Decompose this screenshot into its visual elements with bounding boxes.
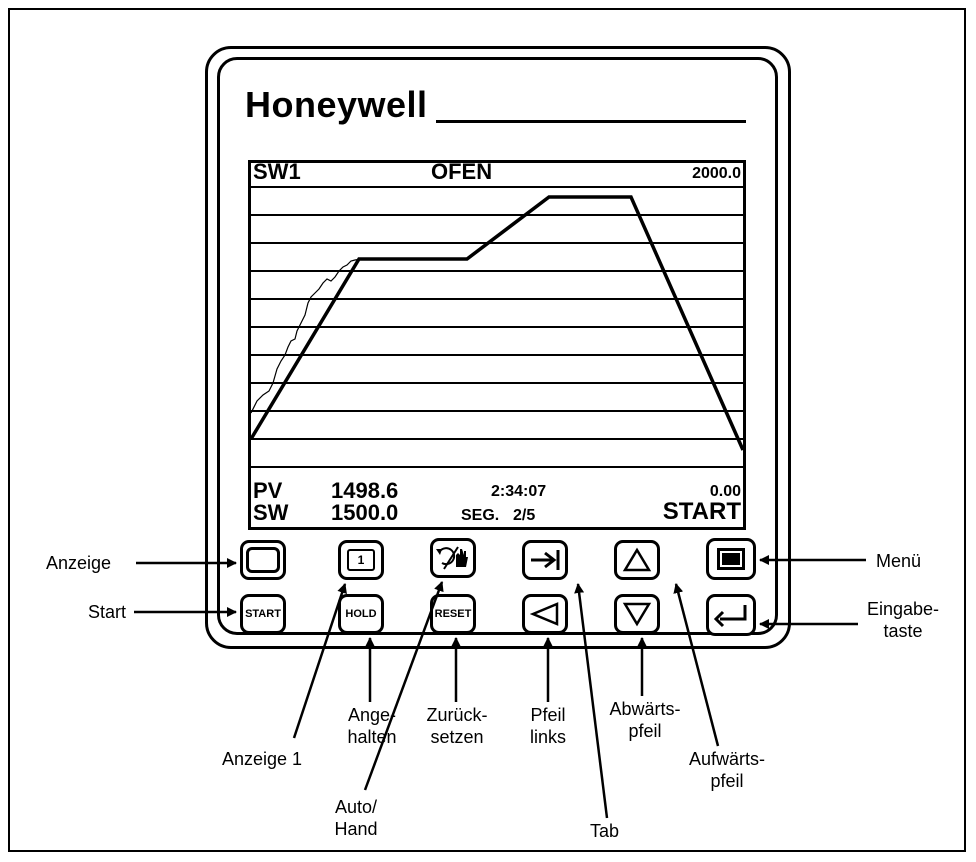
time-value: 2:34:07 [491,483,547,500]
up-triangle-icon [622,547,652,572]
setpoint-profile-line [251,195,743,451]
display-key-icon [246,547,280,573]
display-1-key-icon: 1 [347,549,375,571]
start-key[interactable]: START [240,594,286,634]
controller-bezel [205,46,791,649]
label-anzeige: Anzeige [46,553,112,573]
label-zuruecksetzen: Zurück-setzen [426,705,488,747]
reset-key[interactable]: RESET [430,594,476,634]
pv-label: PV [253,478,283,503]
rate-value: 0.00 [709,483,741,500]
auto-manual-icon [436,546,468,570]
pv-value: 1498.6 [331,478,399,503]
auto-manual-key[interactable] [430,538,476,578]
label-menu: Menü [876,551,922,571]
label-start: Start [88,602,127,622]
screen-title-center: OFEN [431,159,493,184]
label-abwaertspfeil: Abwärts-pfeil [609,699,681,741]
hold-key[interactable]: HOLD [338,594,384,634]
left-triangle-icon [530,602,559,626]
segment-label: SEG. [461,507,500,524]
display-screen: SW1 OFEN 2000.0 PV 1498.6 2:34:07 0.00 S… [248,159,746,530]
down-triangle-icon [622,602,652,627]
label-auto-hand: Auto/Hand [334,797,378,839]
segment-value: 2/5 [513,507,536,524]
tab-arrow-icon [531,550,560,570]
controller-face [217,57,778,635]
sw-label: SW [253,500,289,525]
display-1-key[interactable]: 1 [338,540,384,580]
enter-icon [713,605,747,628]
brand-logo: Honeywell [245,84,428,125]
label-aufwaertspfeil: Aufwärts-pfeil [688,749,766,791]
process-value-line [251,258,362,414]
hold-key-label: HOLD [345,608,377,620]
start-key-label: START [245,608,281,620]
down-key[interactable] [614,594,660,634]
label-eingabetaste: Eingabe-taste [866,599,940,641]
label-angehalten: Ange-halten [347,705,397,747]
program-state: START [662,498,741,525]
reset-key-label: RESET [434,608,472,620]
sw-value: 1500.0 [331,500,399,525]
menu-key[interactable] [706,538,756,580]
label-anzeige-1: Anzeige 1 [222,749,303,769]
menu-icon [717,548,745,570]
screen-title-left: SW1 [253,159,301,184]
left-arrow-key[interactable] [522,594,568,634]
brand-underline [436,120,746,123]
diagram-frame [8,8,966,852]
screen-range-value: 2000.0 [692,165,741,182]
tab-key[interactable] [522,540,568,580]
label-tab: Tab [590,821,620,841]
display-key[interactable] [240,540,286,580]
enter-key[interactable] [706,594,756,636]
trend-chart [251,186,743,468]
up-key[interactable] [614,540,660,580]
